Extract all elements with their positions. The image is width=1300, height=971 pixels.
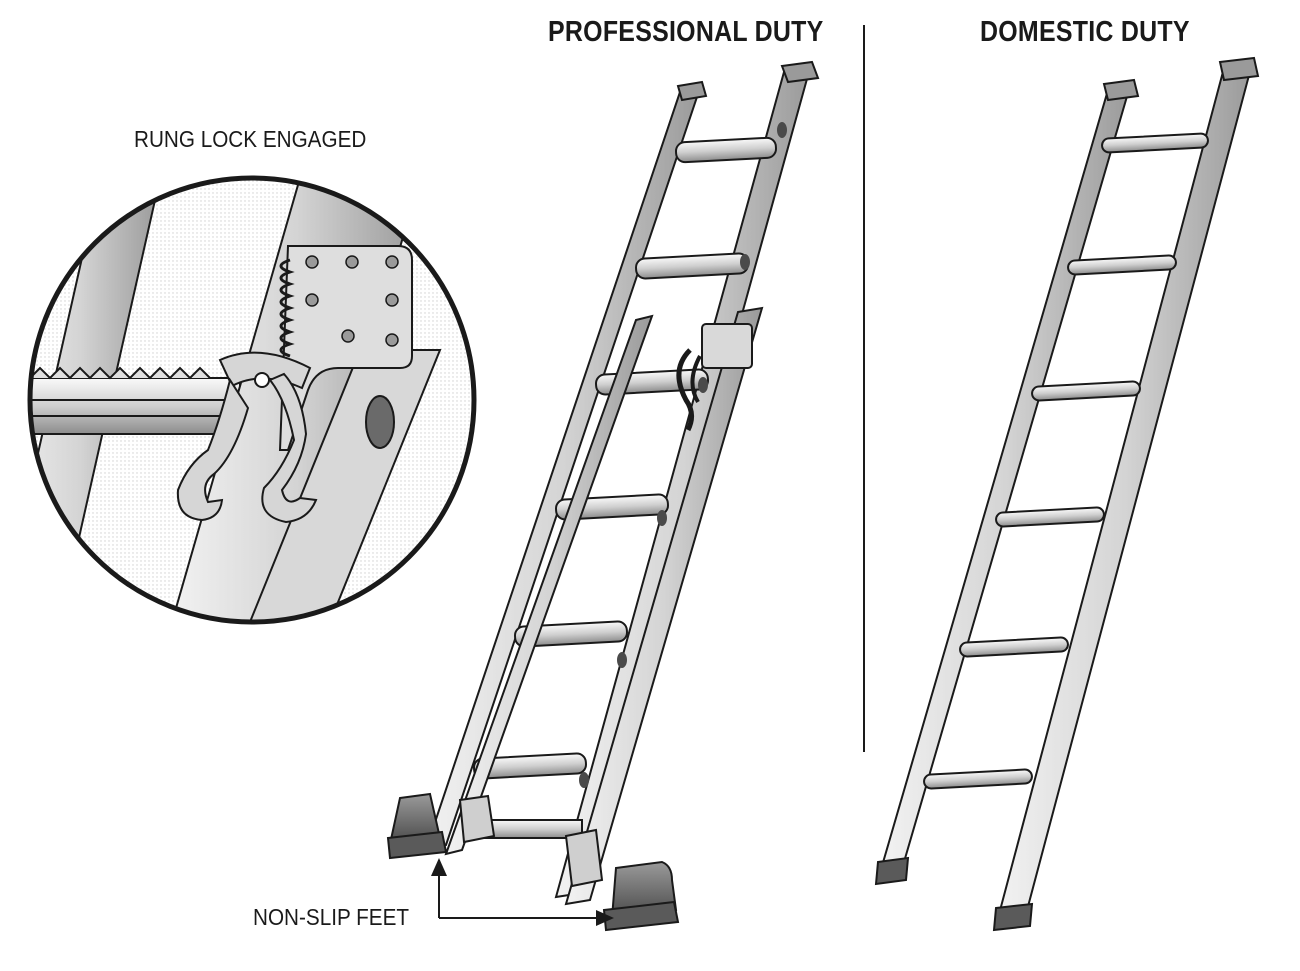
detail-rivets — [305, 255, 399, 347]
foot-brackets — [458, 794, 604, 888]
domestic-ladder — [874, 56, 1260, 932]
heading-professional-duty: PROFESSIONAL DUTY — [548, 16, 824, 48]
base-section — [444, 122, 787, 906]
heading-domestic-duty: DOMESTIC DUTY — [980, 16, 1190, 48]
professional-ladder — [386, 60, 820, 932]
non-slip-feet — [386, 792, 680, 932]
rail-holes — [579, 122, 787, 788]
non-slip-feet-arrow — [431, 858, 614, 926]
callout-non-slip-feet: NON-SLIP FEET — [253, 904, 410, 930]
callout-rung-lock-engaged: RUNG LOCK ENGAGED — [134, 126, 367, 152]
detail-rail-hole — [365, 395, 395, 449]
ladder-rung-lock — [676, 323, 753, 432]
detail-hooks — [176, 351, 318, 524]
domestic-rungs — [923, 132, 1209, 790]
domestic-feet — [874, 856, 1034, 932]
rung-lock-detail-magnifier — [27, 175, 477, 625]
detail-spring — [279, 258, 295, 358]
detail-rung — [30, 366, 241, 435]
